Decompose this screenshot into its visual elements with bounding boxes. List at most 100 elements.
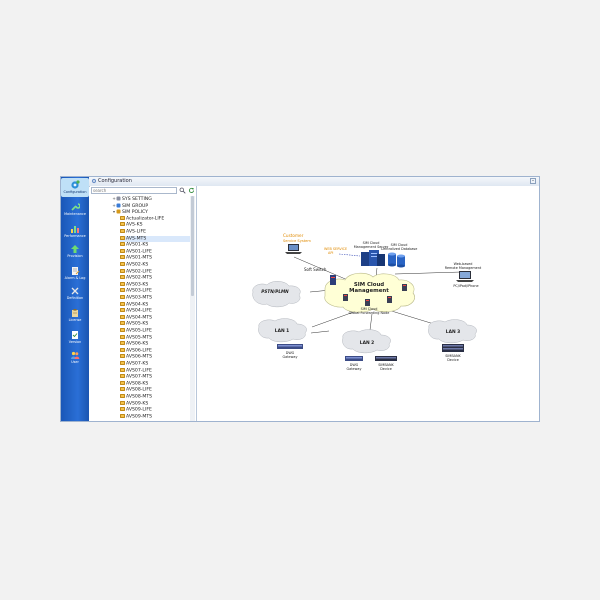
tree-item[interactable]: AVS03-LIFE xyxy=(120,288,190,295)
tree-item[interactable]: AVS07-LIFE xyxy=(120,367,190,375)
nav-definition[interactable]: Definition xyxy=(61,284,89,303)
expander-icon[interactable]: + xyxy=(112,202,116,208)
tree-item[interactable]: AVS06-KS xyxy=(120,341,190,348)
tree-item[interactable]: AVS04-LIFE xyxy=(120,308,190,315)
tree-item[interactable]: AVS-MTS xyxy=(120,235,190,243)
database-icon[interactable] xyxy=(388,252,405,268)
nav-performance[interactable]: Performance xyxy=(61,222,89,241)
tree-item[interactable]: AVS-LIFE xyxy=(120,229,190,236)
mgmt-server-line2: Management Server xyxy=(354,245,389,249)
search-input[interactable] xyxy=(91,187,177,194)
tree-item[interactable]: AVS02-MTS xyxy=(120,275,190,282)
tree-item-label: AVS05-KS xyxy=(126,321,149,327)
tree-item[interactable]: AVS02-KS xyxy=(120,262,190,269)
tree-item[interactable]: AVS09-LIFE xyxy=(120,407,190,414)
folder-icon xyxy=(120,314,125,319)
simbank2-line1: SIMBANK xyxy=(378,363,394,367)
tree-scrollbar-thumb[interactable] xyxy=(190,196,195,296)
expander-icon[interactable]: ▾ xyxy=(112,209,115,215)
tree-item[interactable]: AVS06-MTS xyxy=(120,354,190,361)
folder-icon xyxy=(120,407,125,412)
lan2-cloud[interactable]: LAN 2 xyxy=(342,329,391,354)
nav-label: User xyxy=(71,360,79,364)
dwg-gateway-line1: DWG xyxy=(286,351,295,355)
nav-alarm-log[interactable]: Alarm & Log xyxy=(61,264,89,283)
folder-icon xyxy=(120,367,125,372)
tree-item-label: AVS08-MTS xyxy=(126,394,153,400)
cloud-title-line1: SIM Cloud xyxy=(354,282,384,288)
lan3-cloud[interactable]: LAN 3 xyxy=(428,319,477,344)
tree-item[interactable]: AVS03-KS xyxy=(120,281,190,289)
tree-item[interactable]: AVS03-MTS xyxy=(120,295,190,302)
tree-item-label: AVS02-MTS xyxy=(126,275,153,281)
tree-item[interactable]: AVS-KS xyxy=(120,222,190,229)
customer-laptop-icon[interactable] xyxy=(285,244,302,254)
clipboard-icon xyxy=(72,309,78,317)
tree-item[interactable]: ▾SIM POLICY xyxy=(112,209,190,216)
tree-item-label: AVS09-MTS xyxy=(126,414,153,420)
central-db-line2: Centralized Database xyxy=(381,247,418,251)
dwg-gateway-2-icon[interactable] xyxy=(345,356,363,361)
tree-item[interactable]: AVS07-KS xyxy=(120,361,190,368)
web-remote-line1: Web-based xyxy=(454,262,473,266)
tree-item[interactable]: AVS01-MTS xyxy=(120,255,190,262)
nav-user[interactable]: User xyxy=(61,348,89,367)
tree-item[interactable]: AVS04-MTS xyxy=(120,314,190,322)
lan1-label: LAN 1 xyxy=(275,328,289,334)
tree-item[interactable]: AVS06-LIFE xyxy=(120,347,190,355)
tree-item[interactable]: AVS04-KS xyxy=(120,301,190,309)
lan1-cloud[interactable]: LAN 1 xyxy=(258,318,307,343)
search-icon[interactable] xyxy=(179,187,186,194)
folder-icon xyxy=(120,354,125,359)
tree-item[interactable]: +SIM GROUP xyxy=(112,203,190,210)
tree-item[interactable]: AVS09-MTS xyxy=(120,413,190,421)
nav-maintenance[interactable]: Maintenance xyxy=(61,200,89,219)
simbank-3-icon[interactable] xyxy=(442,344,464,352)
tree-panel: +SYS SETTING+SIM GROUP▾SIM POLICYActuali… xyxy=(90,186,197,421)
tree-item[interactable]: Actualizator-LIFE xyxy=(120,215,190,223)
nav-configuration[interactable]: Configuration xyxy=(61,178,89,197)
forwarding-nodes[interactable] xyxy=(343,284,407,306)
tree-item-label: AVS05-MTS xyxy=(126,335,153,341)
tree-item[interactable]: AVS01-LIFE xyxy=(120,248,190,256)
tree-item[interactable]: AVS01-KS xyxy=(120,242,190,249)
soft-switch-icon[interactable] xyxy=(330,275,336,285)
nav-license[interactable]: License xyxy=(61,306,89,325)
folder-icon xyxy=(120,328,125,332)
sim-cloud-management[interactable]: SIM Cloud Management xyxy=(324,272,415,313)
search-row xyxy=(91,187,195,194)
tree-item[interactable]: AVS09-KS xyxy=(120,400,190,408)
folder-icon xyxy=(120,394,125,398)
tree-item[interactable]: AVS08-LIFE xyxy=(120,387,190,394)
folder-icon xyxy=(120,275,125,280)
tree-item[interactable]: AVS05-KS xyxy=(120,321,190,328)
management-server-icon[interactable] xyxy=(361,250,385,266)
nav-label: Configuration xyxy=(63,190,87,194)
folder-icon xyxy=(120,295,125,299)
folder-icon xyxy=(120,321,125,326)
tree-scrollbar[interactable] xyxy=(190,196,195,421)
nav-provision[interactable]: Provision xyxy=(61,242,89,261)
minimize-button[interactable]: – xyxy=(530,178,536,184)
tree-item[interactable]: AVS05-LIFE xyxy=(120,328,190,335)
tree-item[interactable]: AVS08-MTS xyxy=(120,394,190,401)
dwg-gateway-icon[interactable] xyxy=(277,344,303,349)
tree-item[interactable]: +SYS SETTING xyxy=(112,196,190,203)
arrow-up-icon xyxy=(71,245,79,253)
pstn-cloud[interactable]: PSTN/PLMN xyxy=(252,281,301,308)
refresh-icon[interactable] xyxy=(188,187,195,194)
remote-laptop-icon[interactable] xyxy=(456,271,474,282)
web-service-label: WEB SERVICE xyxy=(324,247,347,251)
simbank-2-icon[interactable] xyxy=(375,356,397,361)
tree-item[interactable]: AVS05-MTS xyxy=(120,334,190,342)
tree-item[interactable]: AVS08-KS xyxy=(120,380,190,388)
cloud-title-line2: Management xyxy=(349,288,389,294)
tree-item[interactable]: AVS07-MTS xyxy=(120,374,190,381)
expander-icon[interactable]: + xyxy=(112,196,116,201)
nav-version[interactable]: Version xyxy=(61,328,89,347)
wrench-icon xyxy=(71,203,80,211)
tree-item[interactable]: AVS02-LIFE xyxy=(120,268,190,276)
folder-icon xyxy=(120,308,125,313)
